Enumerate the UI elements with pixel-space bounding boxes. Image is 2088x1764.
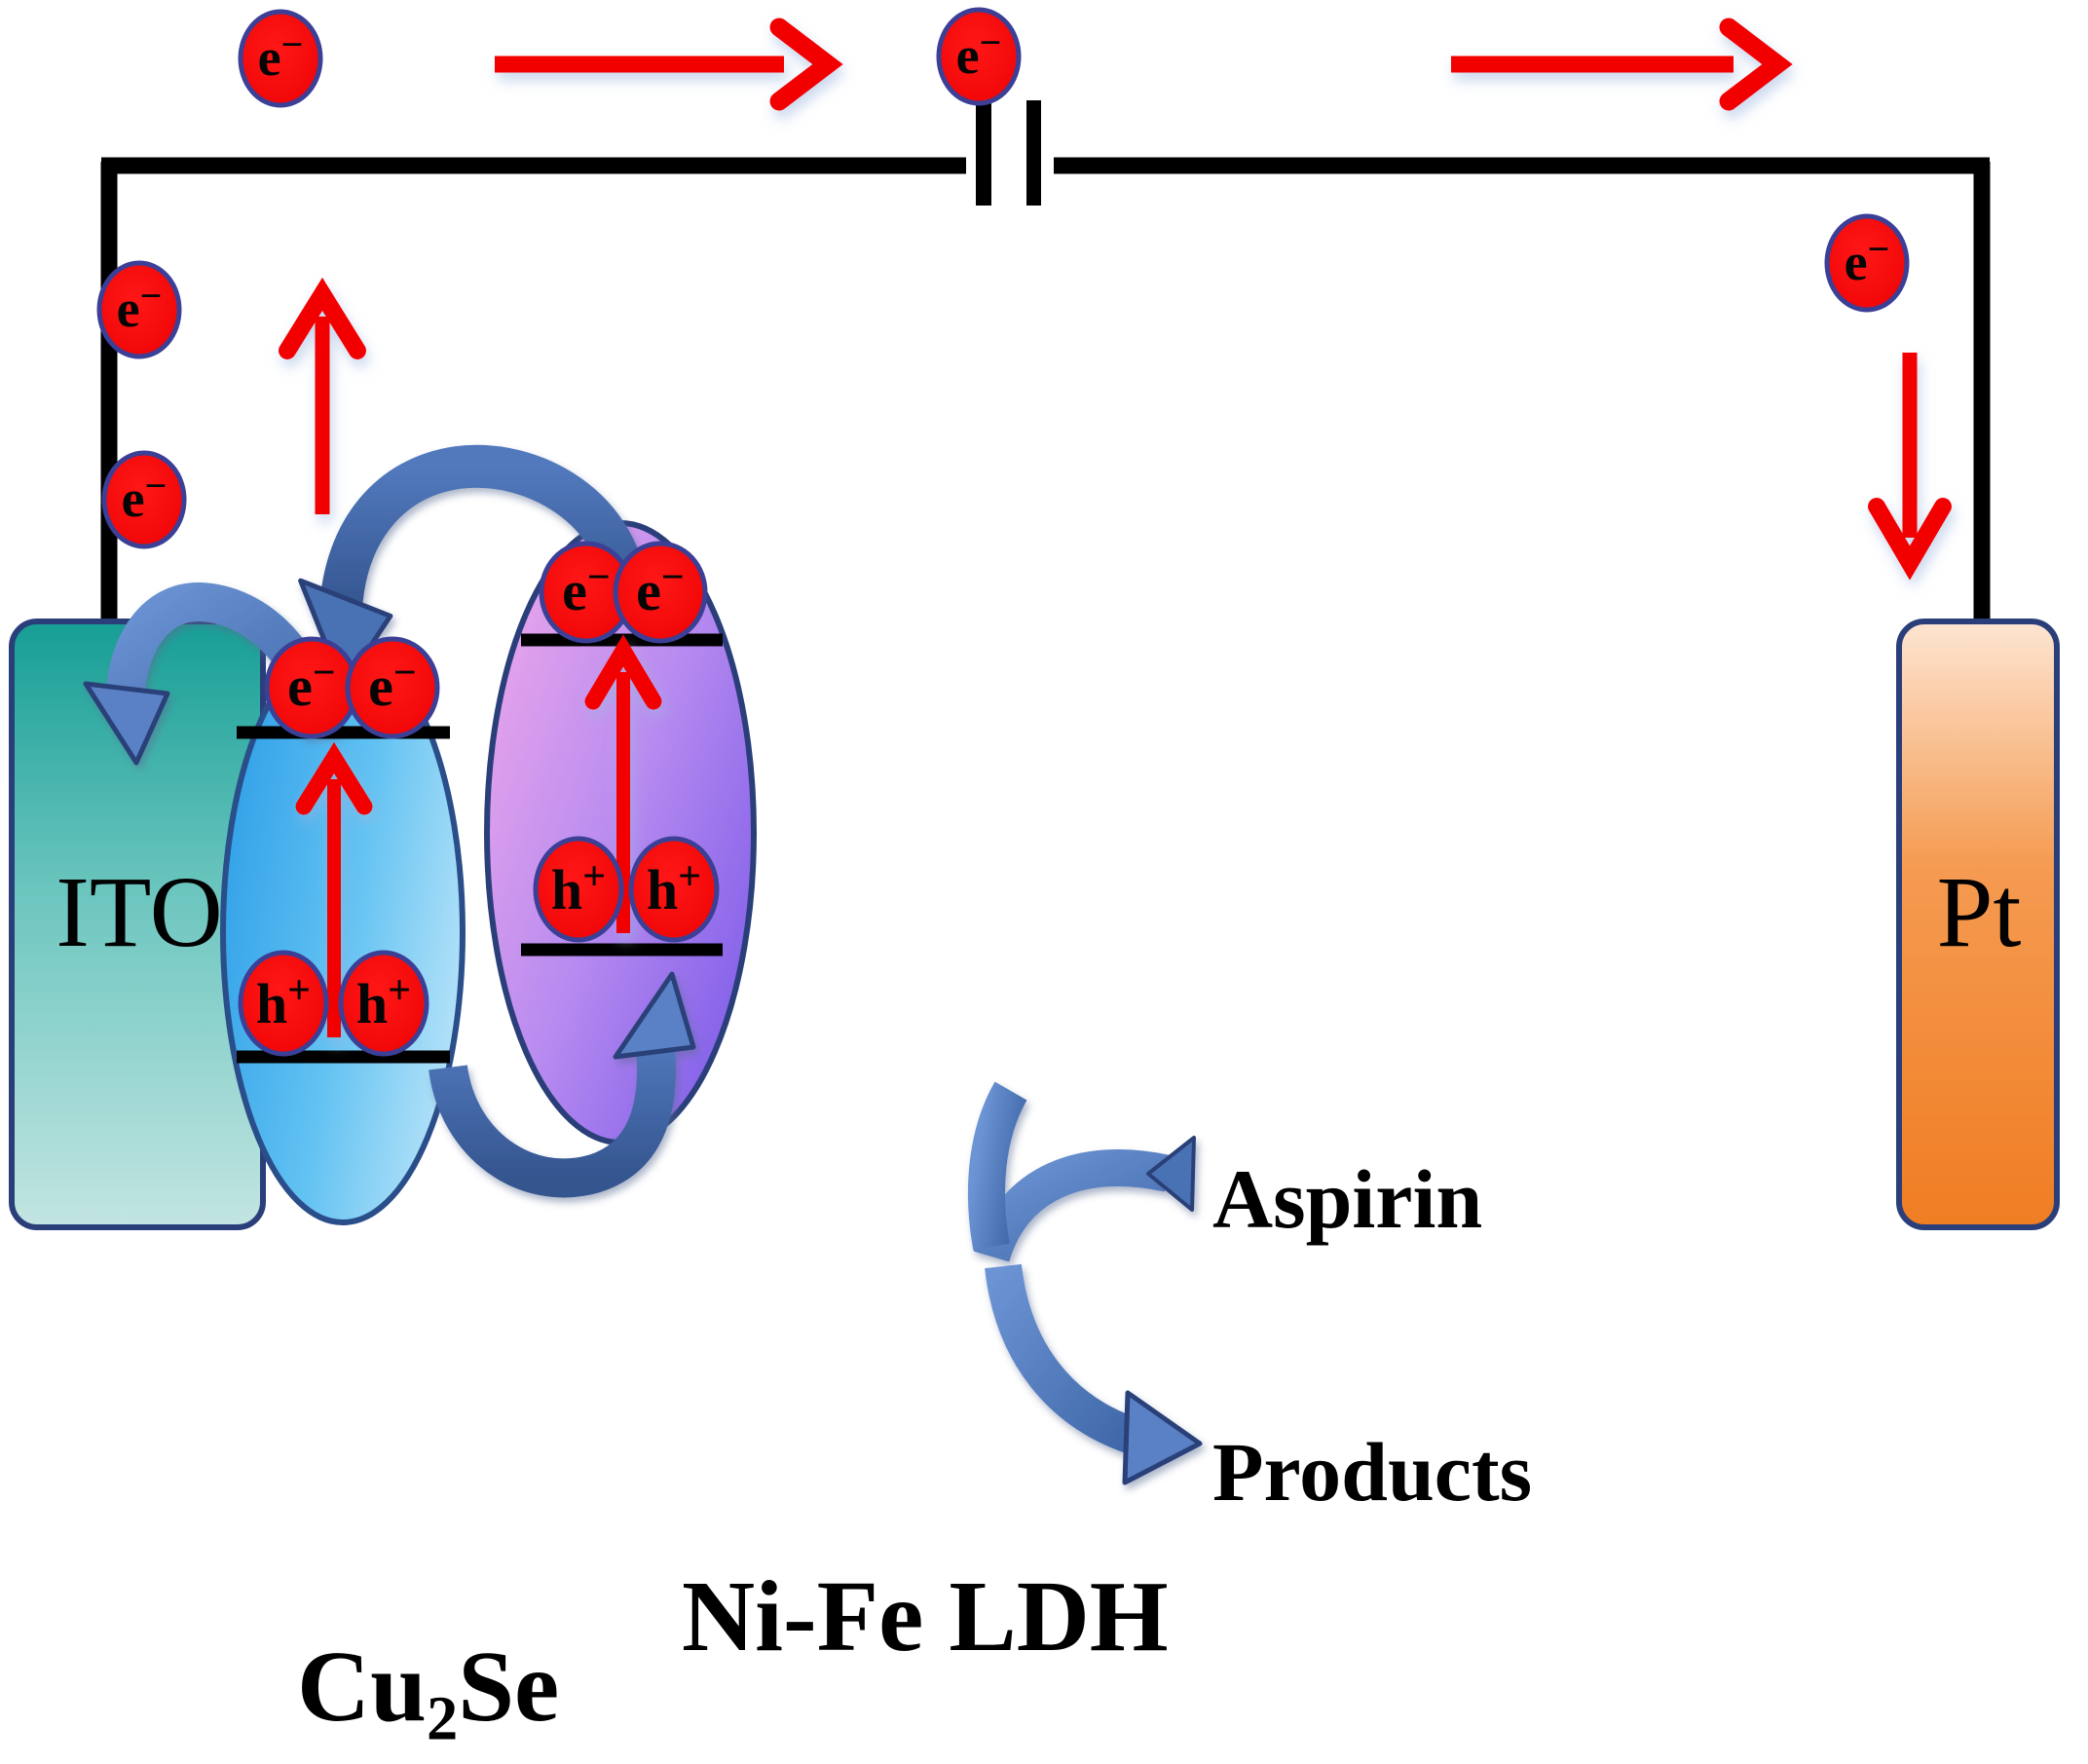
red-arrow-top-right (1451, 18, 1793, 111)
ito-label: ITO (56, 856, 223, 968)
electron-bubble: e− (96, 260, 182, 359)
arrow-aspirin-in (967, 1081, 1196, 1262)
electron-bubble: e− (238, 9, 323, 108)
nifeldh-electrons: e− e− (539, 541, 708, 644)
free-electrons: e− e− e− e− e− (96, 7, 1910, 549)
products-label: Products (1212, 1425, 1533, 1519)
battery-short-plate (1026, 100, 1041, 206)
nifeldh-label: Ni-Fe LDH (682, 1560, 1169, 1672)
electron-bubble: e− (345, 636, 440, 739)
red-arrow-left-up (279, 277, 366, 514)
cu2se-bands (237, 726, 450, 1064)
hole-bubble: h+ (628, 836, 720, 943)
hole-bubble: h+ (338, 950, 429, 1057)
red-arrow-group (279, 18, 1952, 581)
nifeldh-holes: h+ h+ (533, 836, 720, 943)
hole-bubble: h+ (238, 950, 329, 1057)
pt-label: Pt (1936, 856, 2022, 968)
electron-bubble: e− (1824, 213, 1910, 313)
svg-text:e−: e− (1845, 227, 1890, 291)
electron-bubble: e− (613, 541, 708, 644)
red-arrow-top-left (495, 18, 843, 111)
external-circuit (100, 55, 1991, 631)
red-arrow-right-down (1868, 353, 1952, 581)
aspirin-label: Aspirin (1212, 1152, 1483, 1246)
cu2se-label: Cu2Se (297, 1636, 559, 1750)
svg-text:e−: e− (122, 464, 168, 528)
cu2se-excitation-arrow (295, 741, 373, 1037)
arrow-cu2se-vb-to-ldh-vb (429, 971, 696, 1198)
cu2se-electrons: e− e− (264, 636, 440, 739)
pt-electrode[interactable] (1896, 619, 2060, 1230)
electron-bubble: e− (539, 541, 634, 644)
cu2se-label-text: Cu2Se (297, 1631, 560, 1753)
electron-bubble: e− (264, 636, 359, 739)
electron-bubble: e− (936, 7, 1022, 106)
electron-bubble: e− (101, 450, 187, 549)
cu2se-holes: h+ h+ (238, 950, 429, 1057)
hole-bubble: h+ (533, 836, 624, 943)
svg-text:e−: e− (562, 555, 611, 622)
arrow-products-out (985, 1263, 1203, 1485)
